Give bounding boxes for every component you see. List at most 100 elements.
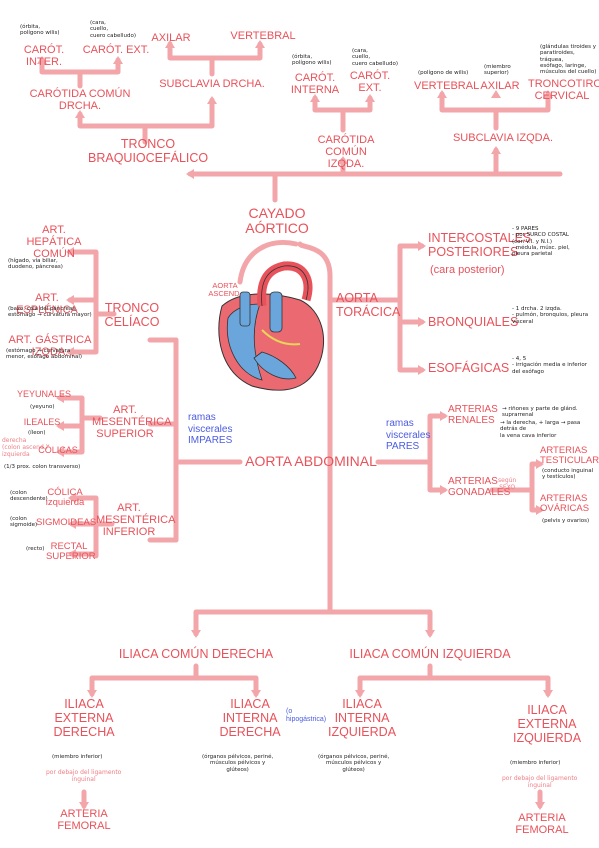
colica-izquierda: CÓLICA izquierda bbox=[45, 487, 85, 509]
arrowhead bbox=[535, 802, 545, 810]
connector-pares bbox=[375, 413, 447, 493]
rectal-superior: RECTAL SUPERIOR bbox=[46, 541, 96, 563]
arterias-gonadales: ARTERIAS GONADALES bbox=[448, 476, 511, 498]
arrowhead bbox=[66, 295, 74, 305]
segun-sexo: según SEXO bbox=[498, 477, 517, 491]
arrowhead bbox=[536, 459, 544, 469]
connector-impares-collector bbox=[173, 337, 243, 543]
arrowhead bbox=[37, 56, 47, 64]
iliaca-comun-izquierda: ILIACA COMÚN IZQUIERDA bbox=[349, 647, 511, 661]
axilar-izqda: AXILAR bbox=[480, 80, 520, 92]
connector-aorta-arch bbox=[297, 241, 333, 603]
connector-subclavia-izqda bbox=[439, 91, 551, 131]
connector-main-bar bbox=[187, 147, 563, 203]
arrowhead bbox=[440, 485, 448, 495]
arrowhead bbox=[56, 393, 64, 403]
intercostales-sub: (cara posterior) bbox=[430, 264, 505, 276]
yeyunales-note: (yeyuno) bbox=[30, 404, 55, 410]
int-der-note: (órganos pélvicos, periné, músculos pélv… bbox=[202, 754, 274, 773]
renales-note1: → riñones y parte de glánd. suprarrenal bbox=[502, 406, 578, 419]
connector-lines bbox=[39, 41, 563, 809]
int-izq-note: (órganos pélvicos, periné, músculos pélv… bbox=[318, 754, 390, 773]
arrowhead bbox=[491, 146, 501, 154]
troncotirocervical: TRONCOTIRO- CERVICAL bbox=[528, 78, 599, 103]
connector-carotida-izqda bbox=[312, 95, 373, 133]
vena-cava bbox=[239, 291, 251, 327]
ramas-impares: ramas viscerales IMPARES bbox=[188, 412, 233, 446]
pulmonary-trunk bbox=[269, 291, 283, 333]
arrowhead bbox=[87, 690, 97, 698]
esplenica-note: (bazo, cola del páncreas, estómago → cur… bbox=[8, 306, 92, 319]
colicas-note: (1/3 prox. colon transverso) bbox=[4, 464, 81, 470]
intercostales-posteriores: INTERCOSTALES POSTERIORES bbox=[428, 231, 532, 259]
tronco-braquiocefalico: TRONCO BRAQUIOCEFÁLICO bbox=[88, 137, 209, 165]
subclavia-izqda: SUBCLAVIA IZQDA. bbox=[452, 132, 554, 144]
renales-note2: → la derecha, + larga → pasa detrás de l… bbox=[500, 420, 581, 439]
arrowhead bbox=[68, 519, 76, 529]
colicas: CÓLICAS bbox=[38, 445, 78, 455]
carot-inter-note: (órbita, polígono wilis) bbox=[20, 24, 60, 37]
ileales-note: (íleon) bbox=[28, 430, 46, 436]
arrowhead bbox=[56, 447, 64, 457]
arrowhead bbox=[255, 40, 265, 48]
carot-inter-label: CARÓT. INTER. bbox=[23, 44, 65, 69]
vertebral-izqda: VERTEBRAL bbox=[414, 80, 480, 92]
arrowhead bbox=[418, 241, 426, 251]
vertebral-drcha: VERTEBRAL bbox=[230, 30, 296, 42]
arrowhead bbox=[79, 802, 89, 810]
arrowhead bbox=[338, 156, 348, 164]
arrowhead bbox=[365, 94, 375, 102]
carot-interna: CARÓT. INTERNA bbox=[290, 72, 340, 97]
ovaricas-note: (pelvis y ovarios) bbox=[542, 518, 590, 524]
arrowhead bbox=[418, 365, 426, 375]
connector-iliaca-izq bbox=[357, 663, 551, 697]
art-esplenica: ART. ESPLÉNICA bbox=[16, 292, 78, 317]
connector-femoral bbox=[81, 789, 543, 809]
subclavia-drcha: SUBCLAVIA DRCHA. bbox=[159, 78, 265, 90]
aorta-ascend-label: AORTA ASCEND. bbox=[208, 281, 242, 299]
connector-mes-sup bbox=[57, 395, 103, 455]
art-hepatica-comun: ART. HEPÁTICA COMÚN bbox=[26, 224, 82, 261]
connector-celiaco bbox=[67, 249, 117, 355]
aorta-toracica: AORTA TORÁCICA bbox=[336, 291, 401, 319]
hipogastrica: (o hipogástrica) bbox=[286, 708, 327, 724]
arrowhead bbox=[355, 690, 365, 698]
colicas-note-top: derecha (colon ascend.) izquierda bbox=[2, 437, 49, 458]
ext-izq-note: (miembro inferior) bbox=[510, 760, 561, 766]
arterias-renales: ARTERIAS RENALES bbox=[448, 404, 498, 426]
arrowhead bbox=[440, 411, 448, 421]
art-mesenterica-superior: ART. MESENTÉRICA SUPERIOR bbox=[92, 404, 172, 441]
carot-interna-note: (órbita, polígono wilis) bbox=[292, 54, 332, 67]
testiculares-note: (conducto inguinal y testículos) bbox=[542, 468, 594, 481]
colica-izq-note: (colon descendente) bbox=[10, 490, 48, 503]
arrowhead bbox=[68, 549, 76, 559]
arrowhead bbox=[543, 690, 553, 698]
arteria-femoral-izq: ARTERIA FEMORAL bbox=[515, 812, 569, 837]
carotida-comun-izqda: CARÓTIDA COMÚN IZQDA. bbox=[317, 134, 375, 171]
aorta-abdominal: AORTA ABDOMINAL bbox=[245, 453, 377, 469]
connector-subclavia-drcha bbox=[167, 41, 263, 77]
vertebral-izq-note: (polígono de wilis) bbox=[418, 70, 469, 76]
carot-ext-note: (cara, cuello, cuero cabelludo) bbox=[90, 20, 136, 39]
arrowhead bbox=[186, 169, 194, 179]
hepatica-note: (hígado, vía biliar, duodeno, páncreas) bbox=[8, 258, 63, 271]
connector-iliacas bbox=[193, 597, 433, 637]
cayado-aortico: CAYADO AÓRTICO bbox=[245, 205, 309, 237]
yeyunales: YEYUNALES bbox=[16, 389, 72, 399]
gastrica-note: (estómago → curvatura menor, esófago abd… bbox=[6, 348, 83, 361]
iliaca-externa-derecha: ILIACA EXTERNA DERECHA bbox=[53, 697, 115, 739]
iliaca-interna-izquierda: ILIACA INTERNA IZQUIERDA bbox=[327, 697, 397, 739]
art-mesenterica-inferior: ART. MESENTÉRICA INFERIOR bbox=[96, 502, 176, 539]
arrowhead bbox=[491, 90, 501, 98]
arrowhead bbox=[66, 247, 74, 257]
lig-der: por debajo del ligamento inguinal bbox=[46, 769, 122, 783]
ramas-pares: ramas viscerales PARES bbox=[386, 418, 431, 452]
carotida-comun-drcha: CARÓTIDA COMÚN DRCHA. bbox=[29, 88, 131, 113]
arrowhead bbox=[56, 421, 64, 431]
ext-der-note: (miembro inferior) bbox=[52, 754, 103, 760]
arterias-ovaricas: ARTERIAS OVÁRICAS bbox=[540, 493, 590, 515]
iliaca-comun-derecha: ILIACA COMÚN DERECHA bbox=[118, 647, 274, 661]
art-gastrica-izqda: ART. GÁSTRICA IZQDA. bbox=[8, 334, 92, 359]
esofagicas-note: - 4, 5 - irrigación media e inferior del… bbox=[512, 356, 587, 375]
